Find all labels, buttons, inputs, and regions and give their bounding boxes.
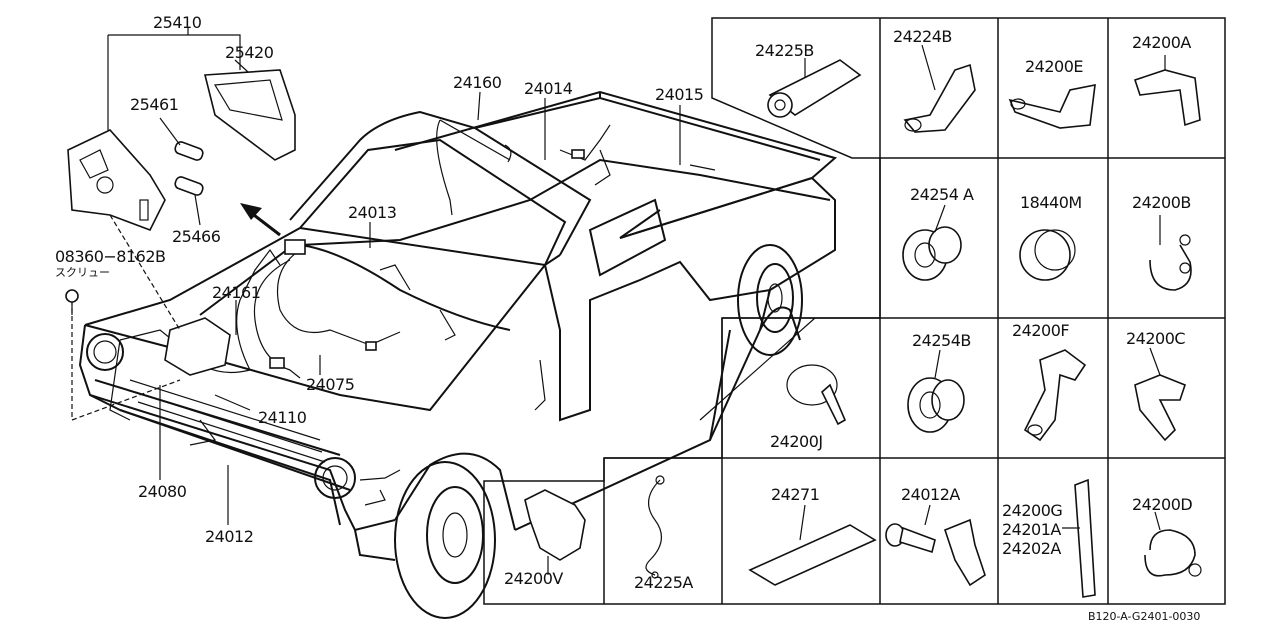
wire-24225A-icon [645,475,665,579]
label-24200D: 24200D [1132,495,1192,514]
clip-24224B-icon [903,44,976,133]
part-labels: 25410 25420 25461 25466 08360−8162B スクリュ… [55,13,1200,623]
label-24012A: 24012A [901,485,960,504]
clip-24200F-icon [1023,349,1087,442]
label-24200C: 24200C [1126,329,1185,348]
label-screw: スクリュー [55,266,110,279]
label-24200E: 24200E [1025,57,1083,76]
label-24200V: 24200V [504,569,563,588]
tape-24271-icon [748,504,877,586]
label-24013: 24013 [348,203,396,222]
label-24012: 24012 [205,527,253,546]
sleeve-24225B-icon [767,58,862,118]
label-24224B: 24224B [893,27,952,46]
wiring-harness [109,119,831,506]
label-25410: 25410 [153,13,202,32]
clip-24200D-icon [1144,511,1202,577]
grommet-24254A-icon [902,204,962,281]
label-24254B: 24254B [912,331,971,350]
parts-grid [483,17,1226,605]
label-24110: 24110 [258,408,307,427]
forward-arrow-icon [240,203,281,237]
label-24254A: 24254 A [910,185,974,204]
tie-24200G-icon [1062,478,1096,598]
label-24015: 24015 [655,85,703,104]
cable-tie-24200J-icon [786,364,847,426]
clamp-24200B-icon [1149,215,1192,291]
bolt-24012A-icon [885,504,986,587]
label-24075: 24075 [306,375,354,394]
label-24200B: 24200B [1132,193,1191,212]
label-24160: 24160 [453,73,502,92]
label-24161: 24161 [212,283,260,302]
clip-24200A-icon [1133,55,1201,127]
label-24271: 24271 [771,485,819,504]
label-24200F: 24200F [1012,321,1069,340]
label-18440M: 18440M [1020,193,1082,212]
label-24080: 24080 [138,482,187,501]
label-25420: 25420 [225,43,274,62]
clip-24200C-icon [1134,347,1186,442]
label-25461: 25461 [130,95,178,114]
label-25466: 25466 [172,227,221,246]
diagram-code: B120-A-G2401-0030 [1088,610,1200,623]
bracket-24200E-icon [1008,83,1096,129]
label-24225B: 24225B [755,41,814,60]
leader-lines [159,91,681,525]
truck-illustration [78,90,838,619]
label-24200J: 24200J [770,432,823,451]
fuse-25461-icon [159,117,204,161]
label-24225A: 24225A [634,573,693,592]
label-08360-8162B: 08360−8162B [55,247,166,266]
screw-icon [65,289,79,315]
label-24202A: 24202A [1002,539,1061,558]
fuse-25466-icon [174,176,204,226]
label-24200G: 24200G [1002,501,1062,520]
relay-bracket-25410 [65,28,296,421]
clip-24200V-icon [524,489,586,575]
grommet-18440M-icon [1019,229,1076,281]
grommet-24254B-icon [907,349,965,433]
label-24200A: 24200A [1132,33,1191,52]
label-24201A: 24201A [1002,520,1061,539]
label-24014: 24014 [524,79,573,98]
